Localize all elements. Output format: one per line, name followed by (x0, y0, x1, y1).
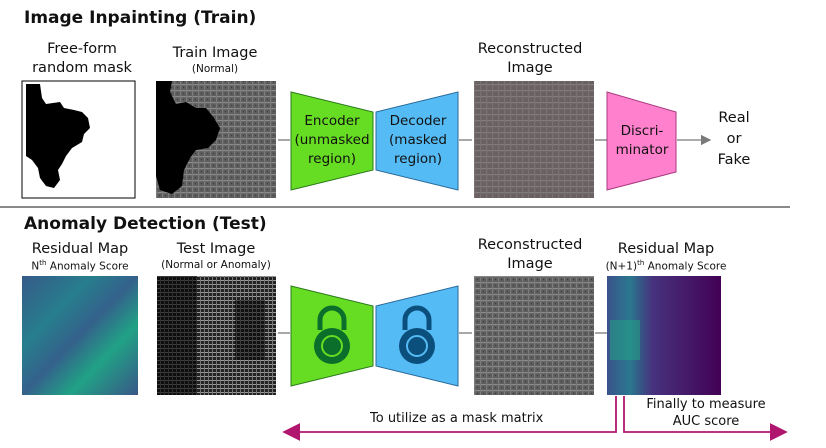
residual-sub-sup: th (39, 259, 47, 267)
residual-sub-suffix: Anomaly Score (46, 260, 129, 273)
section-divider (0, 206, 790, 208)
discriminator-block (606, 91, 677, 191)
train-section-title: Image Inpainting (Train) (24, 8, 257, 28)
residual-map-label: Residual Map (31, 241, 129, 257)
encoder-label: Encoder (unmasked region) (291, 112, 373, 169)
test-recon-label-line1: Reconstructed (477, 237, 583, 253)
output-fake: Fake (717, 152, 751, 168)
discriminator-label-line2: minator (615, 142, 669, 158)
mask-matrix-arrow (282, 396, 617, 441)
test-image-label: Test Image (176, 241, 256, 257)
encoder-label-line1: Encoder (304, 113, 360, 129)
output-or: or (726, 131, 742, 147)
encoder-block (290, 91, 374, 191)
real-or-fake-output: Real or Fake (706, 108, 762, 171)
mask-label: Free-form random mask (22, 40, 142, 78)
lock-icon (314, 305, 350, 364)
auc-caption-line1: Finally to measure (646, 397, 766, 412)
decoder-label-line2: (masked (389, 132, 447, 148)
residual-map-nth (22, 276, 138, 395)
free-form-mask-image (21, 80, 136, 199)
decoder-block (375, 91, 459, 191)
auc-caption: Finally to measure AUC score (636, 396, 776, 430)
mask-label-line1: Free-form (47, 41, 117, 57)
residual-map2-label: Residual Map (617, 241, 715, 257)
train-image (156, 81, 276, 198)
decoder-label-line3: region) (394, 151, 442, 167)
auc-caption-line2: AUC score (672, 414, 740, 429)
train-recon-label-line1: Reconstructed (477, 41, 583, 57)
test-reconstructed-image (474, 276, 594, 395)
test-section-title: Anomaly Detection (Test) (24, 214, 267, 234)
residual2-sub-prefix: (N+1) (605, 260, 638, 273)
output-real: Real (718, 110, 750, 126)
test-recon-label-line2: Image (507, 256, 553, 272)
residual-map-sublabel: Nth Anomaly Score (14, 259, 146, 273)
test-recon-label: Reconstructed Image (470, 236, 590, 274)
lock-icon (399, 305, 435, 364)
mask-label-line2: random mask (32, 60, 132, 76)
train-recon-label: Reconstructed Image (470, 40, 590, 78)
train-image-sublabel: (Normal) (191, 63, 239, 75)
discriminator-label-line1: Discri- (620, 123, 664, 139)
train-reconstructed-image (474, 81, 594, 198)
residual-map2-sublabel: (N+1)th Anomaly Score (596, 259, 736, 273)
encoder-label-line2: (unmasked (294, 132, 370, 148)
encoder-label-line3: region) (308, 151, 356, 167)
mask-matrix-caption: To utilize as a mask matrix (370, 411, 544, 426)
residual-sub-prefix: N (31, 260, 40, 273)
residual2-sub-sup: th (637, 259, 645, 267)
train-recon-label-line2: Image (507, 60, 553, 76)
discriminator-label: Discri- minator (607, 122, 677, 160)
test-image-sublabel: (Normal or Anomaly) (161, 259, 271, 271)
decoder-label-line1: Decoder (389, 113, 447, 129)
auc-arrow (623, 396, 788, 441)
train-image-label: Train Image (172, 45, 258, 61)
decoder-label: Decoder (masked region) (378, 112, 458, 169)
residual2-sub-suffix: Anomaly Score (644, 260, 727, 273)
